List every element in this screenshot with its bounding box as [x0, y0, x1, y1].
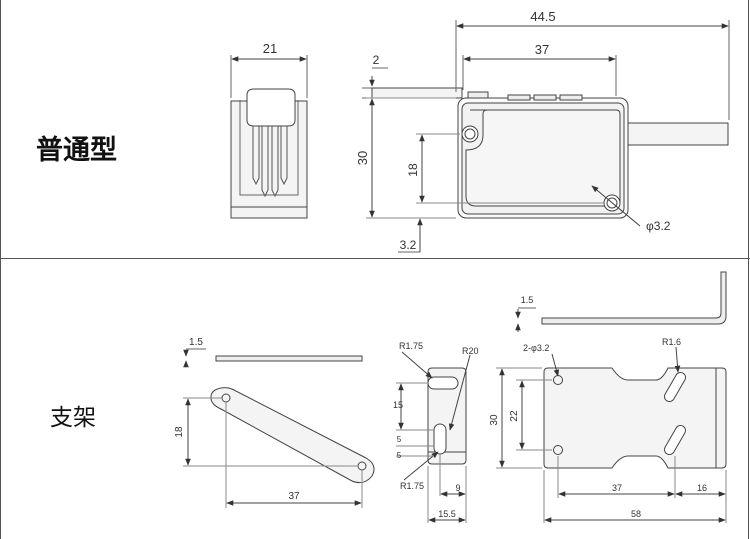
frame-right-border: [748, 0, 749, 539]
dim-bracket1-height: 18: [174, 426, 185, 438]
dim-bracket3-holes: 2-φ3.2: [523, 343, 549, 353]
dim-bracket3-22: 22: [509, 410, 520, 422]
dim-bracket3-30: 30: [489, 414, 500, 426]
dim-bracket3-thickness: 1.5: [521, 295, 534, 305]
dim-bracket2-15: 15: [393, 400, 403, 410]
dim-bracket2-5b: 5: [397, 451, 402, 460]
dim-hole-spacing: 18: [406, 163, 420, 177]
bracket-slot-plate: [396, 351, 471, 523]
dim-bracket1-length: 37: [288, 491, 300, 502]
dim-bracket2-9: 9: [455, 483, 460, 493]
dim-bracket3-r16: R1.6: [662, 337, 681, 347]
dim-bracket2-15-5: 15.5: [438, 509, 456, 519]
frame-left-border: [0, 0, 1, 539]
sensor-side-view: [362, 20, 730, 253]
bracket-label: 支架: [50, 405, 96, 431]
dim-body-length: 37: [535, 42, 549, 57]
dim-overall-length: 44.5: [530, 9, 555, 24]
dim-bracket2-r-top: R1.75: [399, 341, 423, 351]
dim-bracket1-thickness: 1.5: [189, 337, 203, 348]
dim-bracket2-5a: 5: [397, 435, 402, 444]
dim-bracket2-r-bottom: R1.75: [400, 481, 424, 491]
dim-cable-offset: 2: [373, 53, 380, 67]
dim-bracket3-37: 37: [612, 483, 622, 493]
frame-divider: [0, 258, 750, 259]
dim-bottom-offset: 3.2: [400, 238, 417, 252]
dim-hole-diameter: φ3.2: [646, 219, 671, 233]
bracket-l-plate: [496, 271, 727, 523]
dim-bracket3-58: 58: [631, 509, 641, 519]
dim-front-width: 21: [263, 41, 277, 56]
standard-type-label: 普通型: [36, 135, 117, 166]
bracket-strip-view: [183, 348, 375, 508]
sensor-front-view: [230, 55, 308, 219]
dim-bracket2-r20: R20: [462, 346, 479, 356]
dim-bracket3-16: 16: [697, 483, 707, 493]
dim-height: 30: [355, 151, 370, 165]
